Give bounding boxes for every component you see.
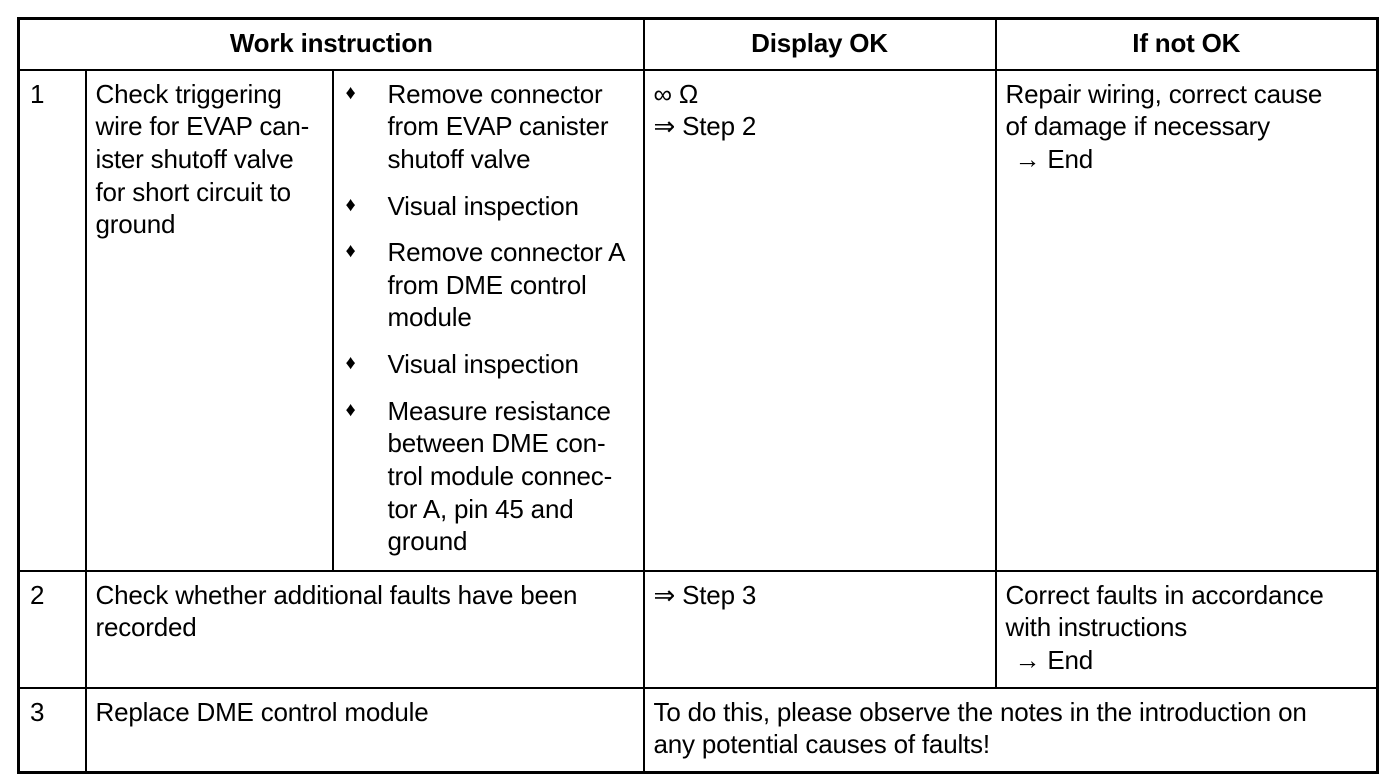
text-line: Correct faults in accordance	[1005, 579, 1324, 610]
text-line: Remove connector A	[387, 237, 626, 268]
text-line: Measure resistance	[387, 395, 611, 426]
list-item: ♦ Remove connector A from DME control mo…	[340, 236, 637, 334]
text-line: Replace DME control module	[95, 696, 429, 727]
diamond-bullet-icon: ♦	[345, 193, 356, 216]
diamond-bullet-icon: ♦	[345, 398, 356, 421]
table-row: 2 Check whether additional faults have b…	[17, 569, 1379, 689]
text-line: from EVAP canister	[387, 111, 609, 142]
step-description-cell: Check triggering wire for EVAP can- iste…	[84, 68, 334, 572]
text-line: module	[387, 302, 472, 333]
text-line: any potential causes of faults!	[653, 729, 991, 760]
step-description: Check whether additional faults have bee…	[87, 572, 643, 662]
column-header-work-instruction: Work instruction	[17, 17, 645, 71]
text-line: Repair wiring, correct cause	[1005, 78, 1323, 109]
text-line: ground	[387, 526, 468, 557]
step-note: To do this, please observe the notes in …	[645, 689, 1377, 771]
table-row: 3 Replace DME control module To do this,…	[17, 686, 1379, 774]
display-ok-value: ∞ Ω ⇒ Step 2	[645, 71, 995, 153]
table-header-row: Work instruction Display OK If not OK	[17, 17, 1379, 71]
next-step-pointer: ⇒ Step 2	[653, 111, 757, 142]
list-item: ♦ Remove connector from EVAP canister sh…	[340, 78, 637, 176]
step-number: 2	[30, 579, 45, 610]
if-not-ok-cell: Repair wiring, correct cause of damage i…	[994, 68, 1379, 572]
text-line: from DME control	[387, 269, 587, 300]
column-header-display-ok-label: Display OK	[751, 28, 888, 58]
text-line: between DME con-	[387, 428, 606, 459]
text-line: of damage if necessary	[1005, 111, 1271, 142]
text-line: wire for EVAP can-	[95, 111, 310, 142]
text-line: recorded	[95, 612, 197, 643]
if-not-ok-value: Repair wiring, correct cause of damage i…	[997, 71, 1377, 186]
text-line: Visual inspection	[387, 349, 579, 379]
if-not-ok-value: Correct faults in accordance with instru…	[997, 572, 1377, 687]
text-line: To do this, please observe the notes in …	[653, 696, 1307, 727]
text-line: Check triggering	[95, 78, 282, 109]
text-line: ground	[95, 209, 176, 240]
column-header-if-not-ok: If not OK	[994, 17, 1379, 71]
step-note-cell: To do this, please observe the notes in …	[642, 686, 1379, 774]
step-description: Check triggering wire for EVAP can- iste…	[87, 71, 332, 251]
text-line: ister shutoff valve	[95, 143, 294, 174]
end-pointer: → End	[1014, 143, 1094, 174]
step-number: 1	[30, 78, 45, 109]
step-number-cell: 1	[17, 68, 87, 572]
end-pointer: → End	[1014, 645, 1094, 675]
text-line: Visual inspection	[387, 190, 579, 221]
next-step-pointer: ⇒ Step 3	[653, 579, 757, 610]
diamond-bullet-icon: ♦	[345, 352, 356, 374]
display-ok-cell: ⇒ Step 3	[642, 569, 997, 689]
display-ok-cell: ∞ Ω ⇒ Step 2	[642, 68, 997, 572]
text-line: Check whether additional faults have bee…	[95, 579, 578, 610]
display-ok-value: ⇒ Step 3	[645, 572, 995, 622]
fault-diagnosis-table: Work instruction Display OK If not OK 1 …	[17, 17, 1380, 774]
resistance-reading: ∞ Ω	[653, 78, 699, 109]
text-line: Remove connector	[387, 78, 603, 109]
text-line: trol module connec-	[387, 460, 613, 491]
column-header-work-instruction-label: Work instruction	[229, 28, 433, 58]
text-line: for short circuit to	[95, 176, 292, 207]
step-actions-cell: ♦ Remove connector from EVAP canister sh…	[331, 68, 645, 572]
if-not-ok-cell: Correct faults in accordance with instru…	[994, 569, 1379, 689]
list-item: ♦ Visual inspection	[340, 190, 637, 223]
step-description: Replace DME control module	[87, 689, 643, 747]
step-description-cell: Check whether additional faults have bee…	[84, 569, 645, 689]
list-item: ♦ Visual inspection	[340, 348, 637, 381]
step-number-cell: 2	[17, 569, 87, 689]
action-bullet-list: ♦ Remove connector from EVAP canister sh…	[334, 71, 643, 570]
step-description-cell: Replace DME control module	[84, 686, 645, 774]
step-number-cell: 3	[17, 686, 87, 774]
text-line: with instructions	[1005, 612, 1188, 643]
diamond-bullet-icon: ♦	[345, 240, 356, 263]
list-item: ♦ Measure resistance between DME con- tr…	[340, 395, 637, 558]
diamond-bullet-icon: ♦	[345, 81, 356, 104]
text-line: shutoff valve	[387, 143, 531, 174]
column-header-if-not-ok-label: If not OK	[1132, 28, 1241, 58]
column-header-display-ok: Display OK	[642, 17, 997, 71]
table-row: 1 Check triggering wire for EVAP can- is…	[17, 68, 1379, 572]
step-number: 3	[30, 696, 45, 727]
text-line: tor A, pin 45 and	[387, 493, 574, 524]
